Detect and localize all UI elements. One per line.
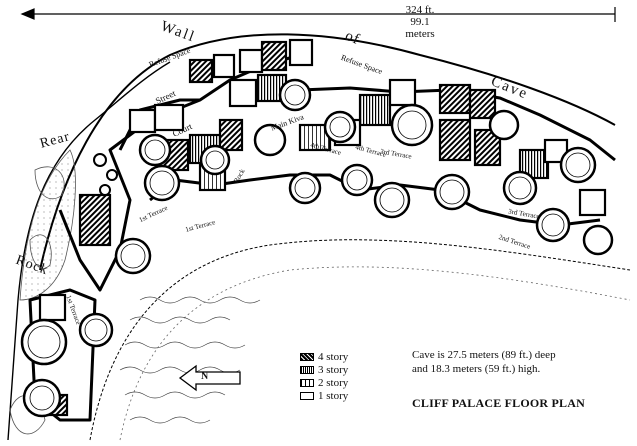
legend-row-1: 1 story (300, 389, 390, 402)
cave-wall-line (39, 33, 616, 271)
legend-row-2: 2 story (300, 376, 390, 389)
legend-swatch-1 (300, 391, 314, 400)
map-title: CLIFF PALACE FLOOR PLAN (412, 396, 585, 410)
cave-rear-edge (7, 61, 171, 441)
dimension-feet: 324 ft. (405, 4, 435, 16)
kiva-inner-rings (27, 84, 591, 411)
dimension-meters: 99.1 meters (405, 16, 435, 40)
ledge-edge (89, 239, 631, 441)
legend-text-3: 3 story (318, 363, 349, 376)
legend-text-4: 4 story (318, 350, 349, 363)
ledge-edge-inner (119, 266, 631, 441)
north-arrow (178, 364, 241, 392)
cave-note-line-2: and 18.3 meters (59 ft.) high. (412, 363, 541, 375)
legend: 4 story 3 story 2 story 1 story (300, 350, 390, 402)
legend-text-2: 2 story (318, 376, 349, 389)
dimension-label: 324 ft. 99.1 meters (395, 4, 445, 40)
legend-text-1: 1 story (318, 389, 349, 402)
kivas (20, 78, 614, 418)
cave-note-line-1: Cave is 27.5 meters (89 ft.) deep (412, 349, 556, 361)
legend-swatch-3 (300, 365, 314, 374)
legend-swatch-2 (300, 378, 314, 387)
dimension-arrow (20, 7, 616, 22)
cave-dimensions-note: Cave is 27.5 meters (89 ft.) deep and 18… (412, 348, 612, 376)
north-label: N (201, 371, 209, 382)
legend-row-4: 4 story (300, 350, 390, 363)
legend-swatch-4 (300, 352, 314, 361)
legend-row-3: 3 story (300, 363, 390, 376)
talus-vegetation (119, 296, 261, 424)
small-rooms-left (93, 153, 118, 196)
